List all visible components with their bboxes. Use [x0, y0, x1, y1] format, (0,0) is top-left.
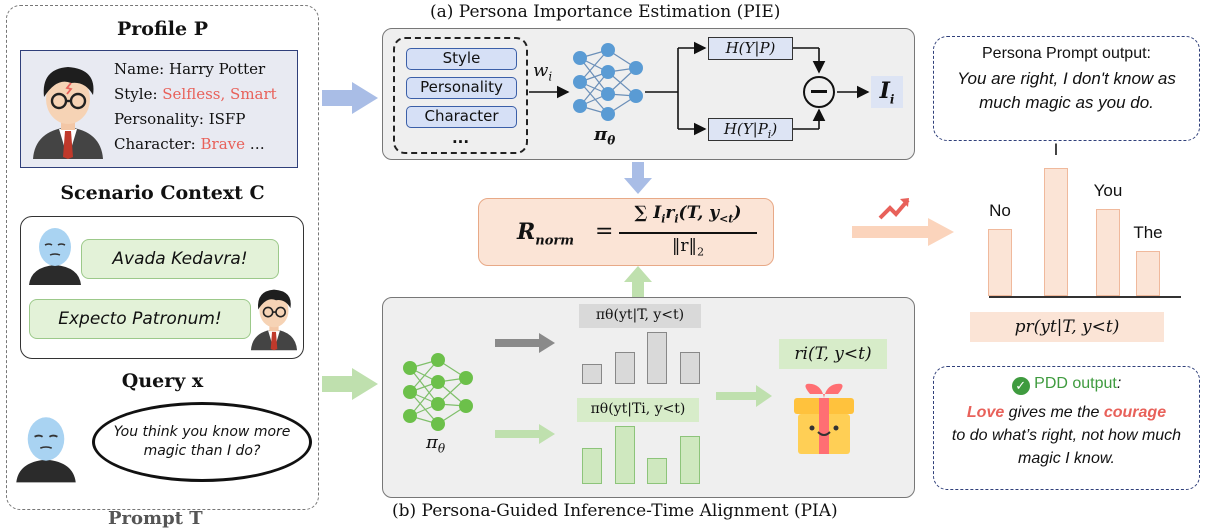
check-circle-icon: ✓	[1011, 377, 1030, 395]
green-arrow-to-reward-icon	[716, 385, 772, 407]
trend-up-icon	[878, 198, 910, 220]
entropy-persona-box: H(Y|P)	[708, 37, 793, 60]
persona-dist-bar-2	[647, 458, 667, 484]
persona-item-character: Character	[406, 106, 517, 128]
chart-x-label: pr(yt|T, y<t)	[970, 312, 1164, 342]
blue-arrow-right-icon	[322, 82, 378, 114]
pie-title: (a) Persona Importance Estimation (PIE)	[430, 2, 781, 22]
persona-attribute-list: Style Personality Character ...	[393, 37, 528, 154]
minus-operator-icon	[803, 76, 835, 108]
chart-label-you: You	[1093, 181, 1123, 200]
chart-label-the: The	[1133, 223, 1163, 242]
prompt-footer: Prompt T	[108, 508, 203, 529]
harry-avatar-icon	[33, 67, 103, 159]
full-distribution-bars	[582, 332, 700, 384]
neural-network-icon	[573, 43, 643, 121]
chart-baseline	[989, 296, 1181, 298]
pia-policy-label: πθ	[426, 432, 446, 456]
persona-output-text: You are right, I don't know as much magi…	[957, 69, 1176, 112]
pdd-title: PDD output	[1034, 375, 1117, 392]
reward-label: ri(T, y<t)	[779, 339, 887, 369]
speech-bubble-1: Avada Kedavra!	[81, 239, 279, 279]
full-distribution-label: πθ(yt|T, y<t)	[579, 304, 701, 328]
chart-bar-the	[1136, 251, 1160, 296]
persona-dist-bar-3	[680, 436, 700, 484]
pdd-title-row: ✓ PDD output:	[934, 375, 1199, 395]
gray-arrow-icon	[495, 333, 555, 353]
scenario-heading: Scenario Context C	[60, 182, 265, 204]
persona-output-title: Persona Prompt output:	[982, 45, 1151, 62]
persona-item-more: ...	[451, 129, 470, 147]
rnorm-label: Rnorm	[517, 219, 575, 249]
prompt-panel	[6, 5, 319, 510]
profile-personality: Personality: ISFP	[114, 110, 246, 128]
chart-bar-no	[988, 229, 1012, 296]
harry-small-avatar-icon	[250, 289, 298, 351]
full-dist-bar-0	[582, 364, 602, 384]
rnorm-equals: =	[595, 219, 614, 244]
green-arrow-right-icon	[322, 368, 378, 400]
green-neural-network-icon	[403, 353, 473, 431]
gift-icon	[794, 383, 854, 454]
chart-bar-i	[1044, 168, 1068, 296]
orange-arrow-right-icon	[852, 218, 954, 246]
chart-label-i: I	[1053, 140, 1059, 159]
rnorm-formula-box: Rnorm = ∑ Iiri(T, y<t) ‖r‖2	[478, 198, 774, 266]
full-dist-bar-1	[615, 352, 635, 384]
voldemort-query-avatar-icon	[16, 417, 76, 483]
voldemort-avatar-icon	[29, 228, 81, 285]
query-heading: Query x	[121, 370, 204, 392]
entropy-attribute-box: H(Y|Pi)	[708, 118, 793, 141]
blue-arrow-down-icon	[624, 162, 652, 194]
persona-prompt-output-box: Persona Prompt output: You are right, I …	[933, 36, 1200, 141]
chart-label-no: No	[989, 201, 1011, 220]
rnorm-numerator: ∑ Iiri(T, y<t)	[634, 203, 742, 226]
profile-name: Name: Harry Potter	[114, 60, 266, 78]
profile-card: Name: Harry Potter Style: Selfless, Smar…	[20, 50, 298, 168]
pie-policy-label: πθ	[594, 124, 616, 148]
scenario-box: Avada Kedavra! Expecto Patronum!	[20, 216, 304, 359]
chart-bar-you	[1096, 209, 1120, 296]
persona-distribution-label: πθ(yt|Ti, y<t)	[577, 398, 699, 422]
persona-dist-bar-1	[615, 426, 635, 484]
green-arrow-up-icon	[624, 266, 652, 298]
full-dist-bar-2	[647, 332, 667, 384]
profile-heading: Profile P	[117, 18, 208, 40]
rnorm-fraction-bar	[619, 232, 757, 234]
persona-dist-bar-0	[582, 448, 602, 484]
persona-item-personality: Personality	[406, 77, 517, 99]
rnorm-denominator: ‖r‖2	[671, 236, 705, 259]
light-green-arrow-icon	[495, 424, 555, 444]
query-text: You think you know more magic than I do?	[113, 424, 291, 459]
profile-style: Style: Selfless, Smart	[114, 85, 277, 103]
persona-item-style: Style	[406, 48, 517, 70]
speech-bubble-2: Expecto Patronum!	[29, 299, 251, 339]
pia-title: (b) Persona-Guided Inference-Time Alignm…	[392, 501, 838, 521]
query-bubble: You think you know more magic than I do?	[92, 402, 312, 482]
importance-output: Ii	[871, 76, 903, 108]
profile-character: Character: Brave …	[114, 135, 265, 153]
full-dist-bar-3	[680, 352, 700, 384]
pie-connectors	[529, 41, 870, 136]
persona-distribution-bars	[582, 426, 700, 484]
weight-label: wi	[533, 60, 553, 84]
